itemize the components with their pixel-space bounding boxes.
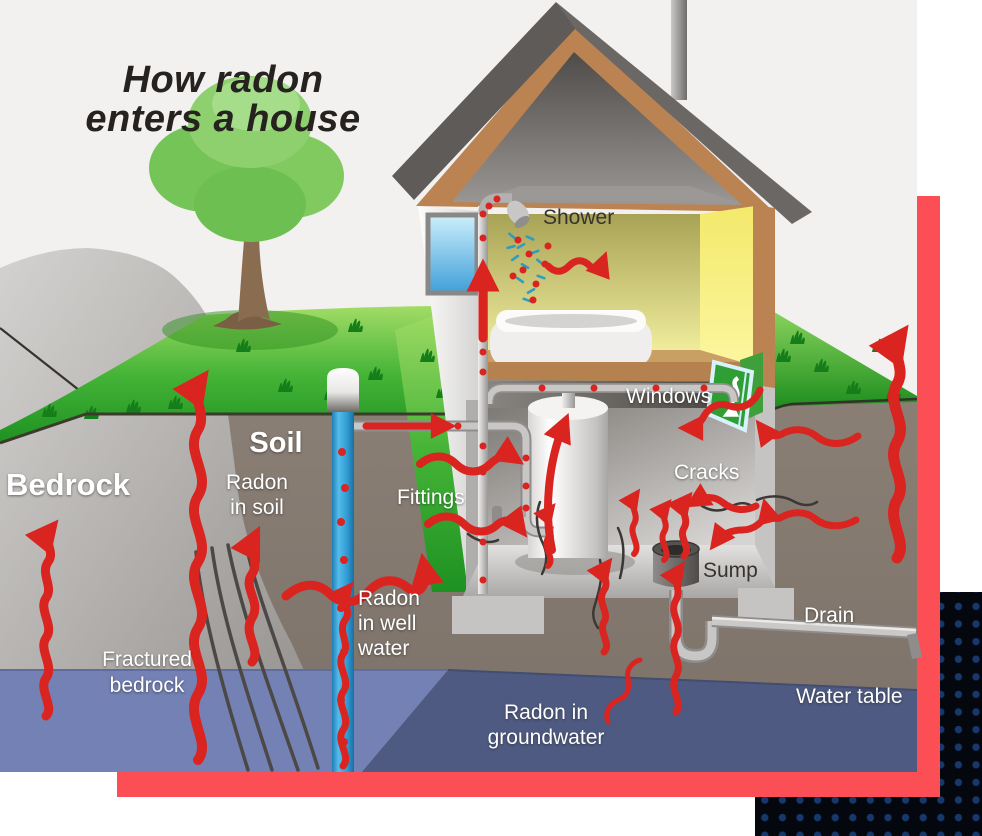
bathtub bbox=[490, 310, 652, 368]
exterior-window bbox=[425, 212, 480, 296]
attic-floor bbox=[482, 186, 738, 203]
label-bedrock: Bedrock bbox=[6, 467, 131, 502]
label-radon-soil-1: Radon bbox=[226, 471, 288, 494]
label-fittings: Fittings bbox=[397, 486, 465, 509]
arrow-soil-right-lower bbox=[757, 497, 860, 530]
arrow-window bbox=[677, 386, 764, 441]
label-fractured-1: Fractured bbox=[102, 648, 192, 671]
arrow-floor-1 bbox=[618, 488, 641, 557]
label-radon-groundwater-2: groundwater bbox=[488, 726, 605, 749]
well-cap bbox=[327, 368, 359, 412]
roof-left bbox=[392, 2, 576, 200]
footing-left bbox=[452, 596, 544, 634]
arrow-floor-2 bbox=[586, 557, 613, 656]
arrow-fittings-lower bbox=[424, 505, 528, 538]
arrow-floor-3 bbox=[533, 502, 556, 569]
label-windows: Windows bbox=[626, 385, 711, 408]
label-radon-well-3: water bbox=[357, 637, 409, 660]
page-title-line1: How radon bbox=[123, 59, 324, 101]
label-water-table: Water table bbox=[796, 685, 903, 708]
page-title-line2: enters a house bbox=[85, 98, 360, 140]
shower-spray bbox=[506, 232, 552, 304]
label-shower: Shower bbox=[543, 206, 614, 229]
label-radon-groundwater-1: Radon in bbox=[504, 701, 588, 724]
tree-shadow bbox=[162, 310, 338, 350]
right-trim-column bbox=[753, 205, 775, 388]
radon-arrows bbox=[24, 251, 909, 770]
arrow-well-lateral bbox=[281, 552, 444, 607]
arrow-fractures bbox=[172, 369, 209, 765]
grass-right bbox=[764, 306, 917, 414]
arrow-sump-through bbox=[659, 561, 686, 716]
footing-right bbox=[738, 588, 794, 620]
labels: How radon enters a house Shower Windows … bbox=[6, 59, 903, 749]
label-soil: Soil bbox=[249, 427, 302, 459]
arrow-sump-2 bbox=[666, 491, 693, 560]
squiggle-groundwater bbox=[604, 657, 643, 725]
tree-trunk bbox=[213, 310, 282, 330]
arrow-shower bbox=[544, 251, 610, 280]
label-cracks: Cracks bbox=[674, 461, 739, 484]
roof-right bbox=[556, 2, 812, 224]
bedrock-mass bbox=[0, 248, 350, 772]
arrow-soil-right-big bbox=[868, 324, 909, 564]
label-drain: Drain bbox=[804, 604, 854, 627]
arrow-soil bbox=[230, 525, 261, 667]
arrow-fittings-upper bbox=[416, 436, 524, 476]
arrow-crack-upper bbox=[684, 483, 760, 513]
arrow-bedrock bbox=[24, 519, 59, 721]
bathroom bbox=[487, 206, 755, 372]
label-fractured-2: bedrock bbox=[110, 674, 185, 697]
shower-head bbox=[507, 200, 530, 229]
vent-pipe bbox=[671, 0, 687, 100]
floor-band-brown bbox=[478, 362, 775, 382]
bathroom-right-wall bbox=[700, 206, 755, 366]
label-sump: Sump bbox=[703, 559, 758, 582]
label-radon-well-1: Radon bbox=[358, 587, 420, 610]
arrow-sump-1 bbox=[649, 498, 672, 563]
hot-water-pipe bbox=[484, 383, 739, 405]
label-radon-well-2: in well bbox=[358, 612, 416, 635]
arrow-soil-right-upper bbox=[755, 419, 862, 448]
rock-outcrop-edge bbox=[0, 327, 85, 395]
arrow-well-up bbox=[327, 581, 354, 770]
attic-interior bbox=[452, 52, 742, 205]
tree-canopy bbox=[149, 76, 344, 242]
groundwater-right bbox=[362, 670, 917, 772]
water-heater bbox=[528, 392, 608, 558]
label-radon-soil-2: in soil bbox=[230, 496, 284, 519]
tree bbox=[149, 76, 344, 330]
